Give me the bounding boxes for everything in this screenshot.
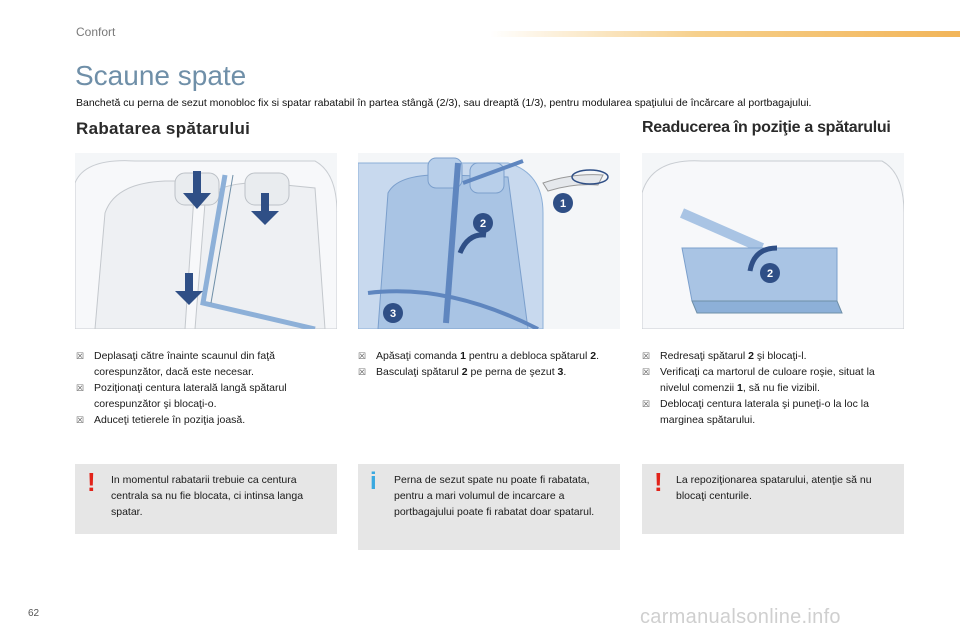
- warning-icon: !: [654, 467, 663, 497]
- list-item: ☒Redresaţi spătarul 2 şi blocaţi-l.: [642, 350, 807, 362]
- list-item: ☒Apăsaţi comanda 1 pentru a debloca spăt…: [358, 350, 600, 362]
- warning-note-reposition: ! La repoziţionarea spatarului, atenţie …: [642, 464, 904, 534]
- note-text: In momentul rabatarii trebuie ca centura…: [111, 474, 304, 518]
- heading-fold: Rabatarea spătarului: [76, 119, 251, 138]
- illustration-fold-steps: 2 1 3: [358, 153, 620, 329]
- instructions-restore: ☒Redresaţi spătarul 2 şi blocaţi-l. ☒Ver…: [642, 348, 904, 428]
- illustration-restore: 2: [642, 153, 904, 329]
- list-item: ☒Deplasaţi către înainte scaunul din faţ…: [76, 350, 275, 378]
- list-item: ☒Basculaţi spătarul 2 pe perna de şezut …: [358, 366, 567, 378]
- page-number: 62: [28, 608, 40, 619]
- illustration-headrests: [75, 153, 337, 329]
- list-item: ☒Aduceţi tetierele în poziţia joasă.: [76, 414, 246, 426]
- header-accent-bar: [490, 31, 960, 37]
- heading-restore: Readucerea în poziţie a spătarului: [642, 119, 891, 136]
- info-icon: i: [370, 468, 377, 495]
- section-label: Confort: [76, 25, 116, 39]
- callout-2b: 2: [767, 268, 773, 280]
- info-note-cushion: i Perna de sezut spate nu poate fi rabat…: [358, 464, 620, 550]
- note-text: Perna de sezut spate nu poate fi rabatat…: [394, 474, 595, 518]
- warning-icon: !: [87, 467, 96, 497]
- list-item: ☒Deblocaţi centura laterala şi puneţi-o …: [642, 398, 869, 426]
- callout-1: 1: [560, 198, 566, 210]
- warning-note-belt: ! In momentul rabatarii trebuie ca centu…: [75, 464, 337, 534]
- page-intro: Banchetă cu perna de sezut monobloc fix …: [76, 97, 812, 109]
- watermark: carmanualsonline.info: [640, 606, 841, 628]
- callout-2: 2: [480, 218, 486, 230]
- callout-3: 3: [390, 308, 396, 320]
- instructions-fold-steps: ☒Apăsaţi comanda 1 pentru a debloca spăt…: [358, 348, 618, 380]
- note-text: La repoziţionarea spatarului, atenţie să…: [676, 474, 872, 502]
- page-title: Scaune spate: [75, 60, 247, 91]
- list-item: ☒Verificaţi ca martorul de culoare roşie…: [642, 366, 875, 394]
- instructions-fold-prep: ☒Deplasaţi către înainte scaunul din faţ…: [76, 348, 338, 428]
- list-item: ☒Poziţionaţi centura laterală langă spăt…: [76, 382, 287, 410]
